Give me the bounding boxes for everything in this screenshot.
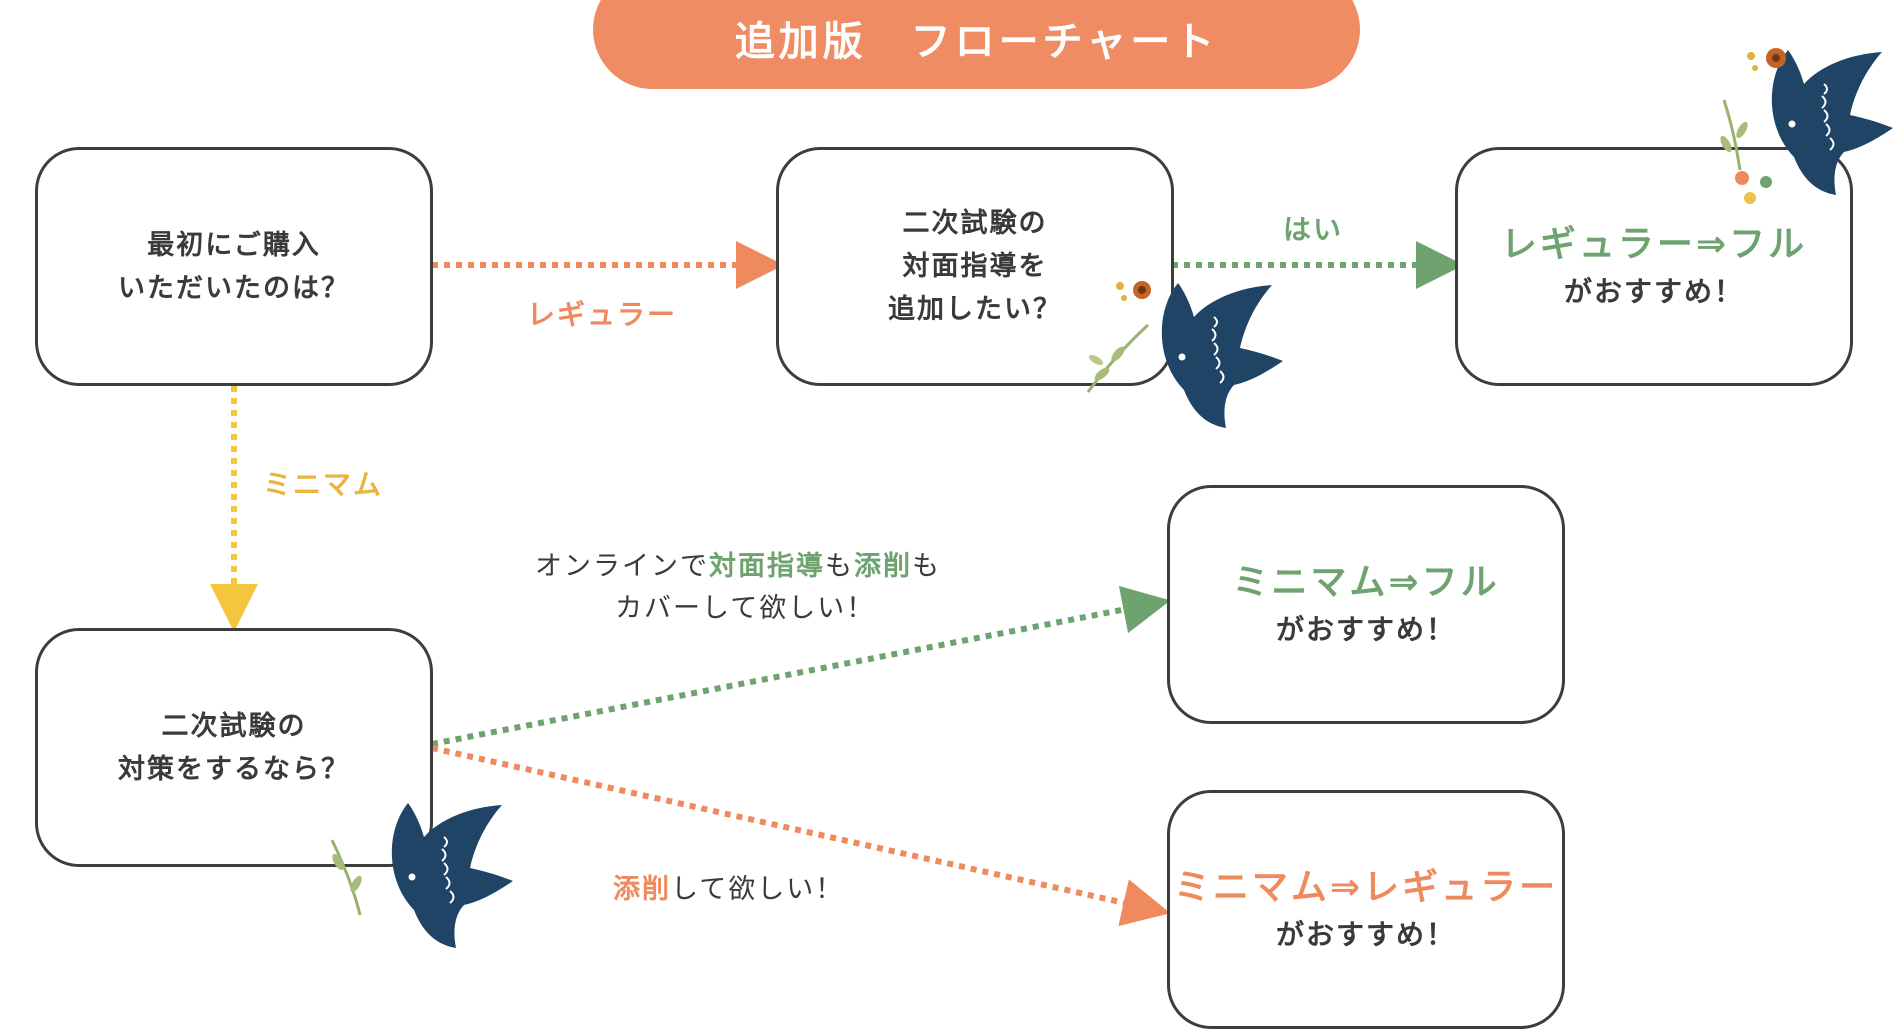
label-yes: はい [1283, 213, 1344, 246]
add-question-line1: 二次試験の [902, 208, 1048, 239]
start-question-line2: いただいたのは？ [118, 272, 350, 304]
add-tutoring-box: 二次試験の 対面指導を 追加したい？ [776, 147, 1174, 386]
result-regular-full-sub: がおすすめ！ [1563, 274, 1744, 308]
bird-icon [1771, 50, 1893, 195]
leaf-sprig-icon [1720, 99, 1748, 171]
flower-icon [1116, 281, 1151, 301]
start-box: 最初にご購入 いただいたのは？ [35, 147, 433, 386]
result-minimum-full-sub: がおすすめ！ [1275, 612, 1456, 646]
start-question-line1: 最初にご購入 [147, 229, 321, 261]
result-regular-full-box: レギュラー⇒フル がおすすめ！ [1455, 147, 1853, 386]
note-highlight-correction: 添削 [854, 551, 912, 582]
note-correction-only: 添削して欲しい！ [613, 874, 845, 905]
note-full-line2: カバーして欲しい！ [615, 593, 876, 624]
minimum-question-line1: 二次試験の [161, 710, 307, 742]
note-highlight-correction-2: 添削 [613, 874, 671, 905]
bird-icon [391, 803, 513, 948]
minimum-question-line2: 対策をするなら？ [118, 753, 350, 785]
result-minimum-regular-box: ミニマム⇒レギュラー がおすすめ！ [1167, 790, 1565, 1029]
arrow-minimum-to-regular [431, 745, 1171, 927]
label-regular: レギュラー [527, 298, 678, 331]
flower-icon [1747, 48, 1786, 71]
result-minimum-full-title: ミニマム⇒フル [1232, 561, 1500, 603]
result-regular-full-title: レギュラー⇒フル [1500, 223, 1808, 265]
page-title: 追加版 フローチャート [734, 19, 1219, 65]
leaf-sprig-icon [1086, 323, 1150, 393]
note-highlight-tutoring: 対面指導 [709, 551, 825, 582]
small-flowers-icon [1735, 171, 1772, 204]
leaf-sprig-icon [330, 839, 362, 916]
minimum-box: 二次試験の 対策をするなら？ [35, 628, 433, 867]
note-full-line1: オンラインで対面指導も添削も [535, 551, 941, 582]
result-minimum-regular-title: ミニマム⇒レギュラー [1173, 866, 1559, 908]
bird-icon [1161, 283, 1283, 428]
result-minimum-regular-sub: がおすすめ！ [1275, 917, 1456, 951]
label-minimum: ミニマム [263, 468, 384, 501]
add-question-line3: 追加したい？ [888, 294, 1062, 325]
note-full-coverage: オンラインで対面指導も添削も カバーして欲しい！ [535, 546, 941, 630]
result-minimum-full-box: ミニマム⇒フル がおすすめ！ [1167, 485, 1565, 724]
arrow-minimum-to-full [431, 586, 1171, 747]
add-question-line2: 対面指導を [902, 251, 1048, 282]
title-banner: 追加版 フローチャート [593, 0, 1360, 89]
